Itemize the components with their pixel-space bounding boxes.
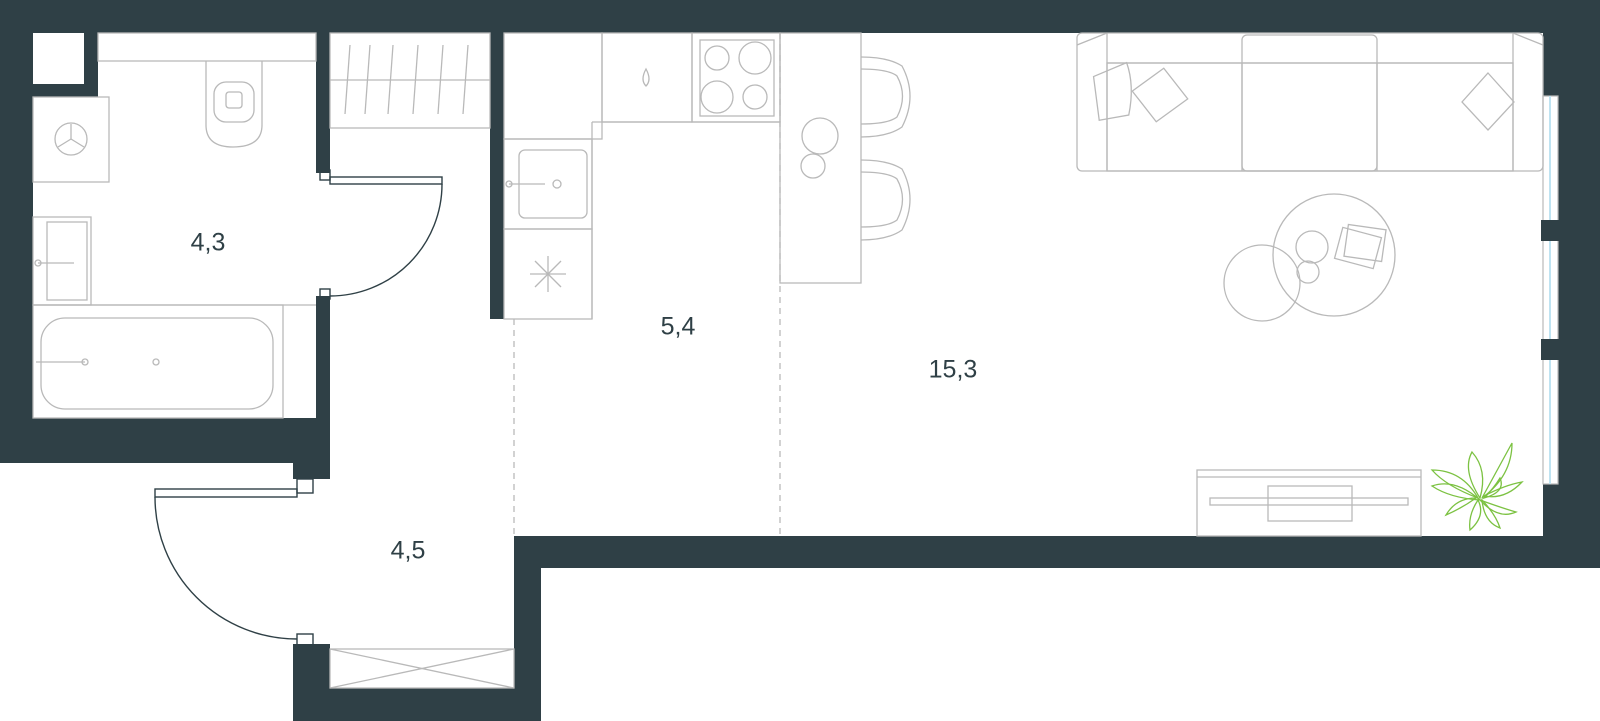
tv-stand (1196, 469, 1422, 537)
area-label-bathroom: 4,3 (191, 229, 226, 257)
area-label-kitchen: 5,4 (661, 313, 696, 341)
area-labels: 4,3 5,4 15,3 4,5 (191, 229, 978, 565)
sofa (1076, 32, 1544, 172)
bathroom-door (319, 169, 443, 300)
toilet (97, 32, 317, 148)
coffee-tables (1223, 193, 1396, 322)
wardrobe (329, 32, 491, 129)
zone-dividers (513, 33, 781, 536)
furniture (32, 32, 1544, 689)
kitchen-counter (503, 32, 781, 320)
bar-counter (779, 32, 911, 284)
area-label-hallway: 4,5 (391, 537, 426, 565)
bathroom-sink (32, 216, 92, 306)
entrance-door (154, 478, 314, 647)
doors (154, 169, 443, 647)
area-label-living: 15,3 (929, 356, 978, 384)
living-window (1541, 95, 1560, 485)
bathtub (32, 304, 316, 419)
washing-machine (32, 96, 110, 183)
entry-storage (329, 648, 515, 689)
plant-icon (1430, 442, 1524, 532)
